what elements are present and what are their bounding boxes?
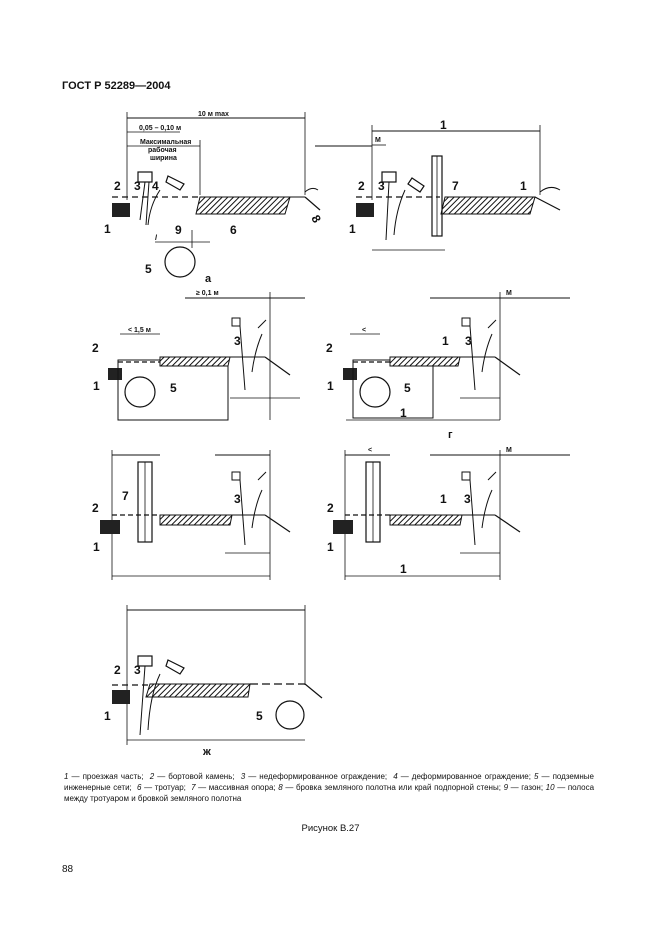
panel-b: 1 М 2 3 7 1 1 — [315, 118, 561, 251]
panel-a: 10 м max 0,05 – 0,10 м Максимальная рабо… — [104, 111, 324, 285]
legend-text-4: деформированное ограждение; — [411, 772, 531, 781]
legend-text-8: бровка земляного полотна или край подпор… — [295, 783, 501, 792]
label-1-f: 1 — [327, 540, 334, 554]
sublabel-a: а — [205, 273, 212, 285]
label-2-c: 2 — [92, 341, 99, 355]
legend-text-1: проезжая часть; — [82, 772, 144, 781]
label-7-b: 7 — [452, 179, 459, 193]
legend-text-6: тротуар; — [154, 783, 186, 792]
label-3-zh: 3 — [134, 663, 141, 677]
dim-ge01-c: ≥ 0,1 м — [196, 290, 219, 297]
label-1b-g: 1 — [442, 334, 449, 348]
label-2: 2 — [114, 179, 121, 193]
label-1b-f: 1 — [440, 492, 447, 506]
label-7-e: 7 — [122, 489, 129, 503]
legend-num-7: 7 — [191, 783, 196, 792]
label-5-zh: 5 — [256, 709, 263, 723]
label-3-g: 3 — [465, 334, 472, 348]
label-3-f: 3 — [464, 492, 471, 506]
pipe-circle — [164, 246, 196, 278]
legend-num-2: 2 — [149, 772, 155, 781]
legend-text-9: газон; — [521, 783, 544, 792]
panel-zh: 2 3 1 5 ж — [104, 605, 323, 758]
label-2-g: 2 — [326, 341, 333, 355]
legend-text-7: массивная опора; — [208, 783, 276, 792]
dim-work-width-3: ширина — [150, 155, 177, 162]
dim-1-g: 1 — [400, 406, 407, 420]
legend-num-3: 3 — [240, 772, 246, 781]
legend-text-10: полоса между тротуаром и бровкой земляно… — [64, 783, 595, 803]
label-1-c: 1 — [93, 379, 100, 393]
dim-lt-f: < — [368, 447, 372, 454]
dim-M-g: М — [506, 290, 512, 297]
legend-num-8: 8 — [278, 783, 283, 792]
label-8: 8 — [308, 213, 324, 226]
label-5-g: 5 — [404, 381, 411, 395]
legend-num-10: 10 — [545, 783, 555, 792]
label-1: 1 — [104, 222, 111, 236]
dim-range: 0,05 – 0,10 м — [139, 125, 181, 132]
dim-le15-c: < 1,5 м — [128, 327, 151, 334]
dim-lt-g: < — [362, 327, 366, 334]
label-3: 3 — [134, 179, 141, 193]
label-2-zh: 2 — [114, 663, 121, 677]
label-1-zh: 1 — [104, 709, 111, 723]
curb-stone — [112, 203, 130, 217]
sublabel-zh: ж — [202, 746, 211, 758]
label-6: 6 — [230, 223, 237, 237]
legend-text-3: недеформированное ограждение; — [259, 772, 388, 781]
panel-e: 2 1 7 3 — [92, 450, 291, 580]
label-2-b: 2 — [358, 179, 365, 193]
figure-b27: 10 м max 0,05 – 0,10 м Максимальная рабо… — [92, 111, 570, 758]
dim-work-width-1: Максимальная — [140, 139, 191, 146]
panel-g: М < 1 2 1 5 1 3 г — [326, 290, 570, 441]
panel-c: ≥ 0,1 м < 1,5 м 2 1 5 3 — [92, 290, 305, 421]
legend-num-9: 9 — [503, 783, 509, 792]
label-2-f: 2 — [327, 501, 334, 515]
legend-num-6: 6 — [137, 783, 142, 792]
dim-l: l — [155, 235, 158, 242]
label-2-e: 2 — [92, 501, 99, 515]
dim-1-b: 1 — [440, 118, 447, 132]
legend-num-1: 1 — [64, 772, 69, 781]
dim-M-b: М — [375, 137, 381, 144]
legend-num-4: 4 — [393, 772, 398, 781]
dim-M-f: М — [506, 447, 512, 454]
label-1-b: 1 — [349, 222, 356, 236]
figure-caption: Рисунок В.27 — [301, 823, 360, 834]
dim-1-f: 1 — [400, 562, 407, 576]
legend-text-2: бортовой камень; — [168, 772, 235, 781]
panel-f: < М 1 2 1 1 3 — [327, 447, 570, 580]
sublabel-g: г — [448, 429, 453, 441]
figure-legend: 1 — проезжая часть; 2 — бортовой камень;… — [64, 772, 595, 803]
label-3-e: 3 — [234, 492, 241, 506]
label-4: 4 — [152, 179, 159, 193]
label-1b-b: 1 — [520, 179, 527, 193]
label-1-e: 1 — [93, 540, 100, 554]
label-5: 5 — [145, 262, 152, 276]
page-number: 88 — [62, 864, 74, 875]
label-3-c: 3 — [234, 334, 241, 348]
dim-work-width-2: рабочая — [148, 146, 177, 154]
sidewalk — [195, 196, 291, 215]
legend-num-5: 5 — [534, 772, 539, 781]
document-header: ГОСТ Р 52289—2004 — [62, 80, 171, 92]
label-9: 9 — [175, 223, 182, 237]
label-3-b: 3 — [378, 179, 385, 193]
dim-10m-max: 10 м max — [198, 111, 229, 118]
label-5-c: 5 — [170, 381, 177, 395]
label-1-g: 1 — [327, 379, 334, 393]
legend-text-5: подземные инженерные сети; — [64, 772, 594, 792]
